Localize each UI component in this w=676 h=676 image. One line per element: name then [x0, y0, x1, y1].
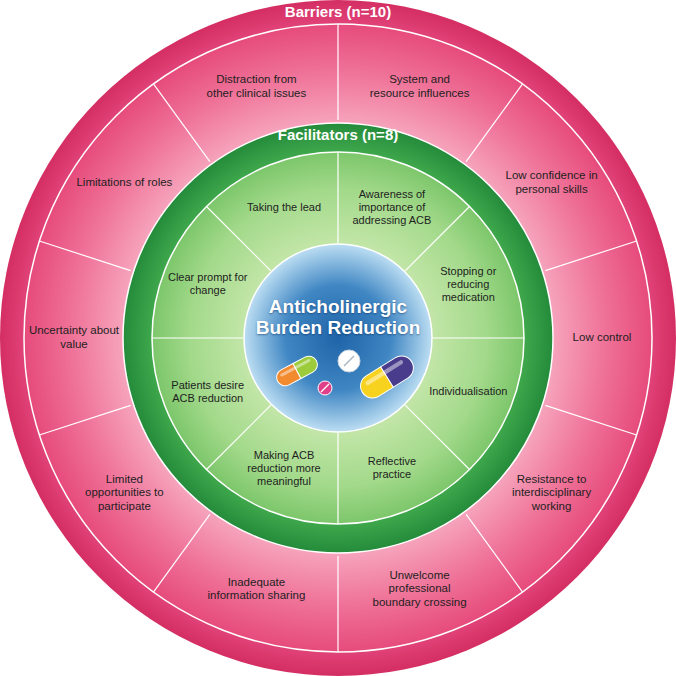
segment-label: Limited opportunities to participate: [74, 473, 174, 514]
segment-label: Low control: [573, 331, 632, 345]
facilitator-segment: Reflective practice: [349, 455, 435, 481]
segment-label: System and resource influences: [370, 73, 470, 100]
segment-label: Unwelcome professional boundary crossing: [370, 569, 470, 610]
segment-label: Awareness of importance of addressing AC…: [349, 188, 435, 227]
barrier-segment: Low confidence in personal skills: [502, 169, 602, 196]
sector-divider: [153, 84, 209, 162]
segment-label: Low confidence in personal skills: [502, 169, 602, 196]
segment-label: Distraction from other clinical issues: [206, 73, 306, 100]
barrier-segment: Limited opportunities to participate: [74, 473, 174, 514]
sector-divider: [337, 152, 338, 243]
sector-divider: [39, 241, 130, 271]
sector-divider: [206, 206, 270, 270]
segment-label: Inadequate information sharing: [206, 576, 306, 603]
center-circle: Anticholinergic Burden Reduction: [243, 243, 433, 433]
sector-divider: [39, 405, 130, 435]
facilitators-ring: Facilitators (n=8) Taking the lead Awarene…: [122, 122, 554, 554]
segment-label: Limitations of roles: [76, 176, 172, 190]
segment-label: Making ACB reduction more meaningful: [241, 449, 327, 488]
facilitator-segment: Clear prompt for change: [165, 271, 251, 297]
ring-title: Facilitators (n=8): [278, 126, 398, 143]
sector-divider: [545, 241, 636, 271]
barrier-segment: Resistance to interdisciplinary working: [502, 473, 602, 514]
facilitator-segment: Individualisation: [429, 385, 507, 398]
facilitator-segment: Taking the lead: [247, 201, 321, 214]
sector-divider: [466, 84, 522, 162]
barriers-segments: [24, 24, 652, 652]
segment-label: Clear prompt for change: [165, 271, 251, 297]
sector-divider: [152, 337, 243, 338]
segment-label: Resistance to interdisciplinary working: [502, 473, 602, 514]
sector-divider: [545, 405, 636, 435]
sector-divider: [337, 24, 338, 120]
facilitator-segment: Making ACB reduction more meaningful: [241, 449, 327, 488]
segment-label: Uncertainty about value: [24, 324, 124, 351]
segment-label: Patients desire ACB reduction: [165, 379, 251, 405]
sector-divider: [337, 556, 338, 652]
segment-label: Taking the lead: [247, 201, 321, 214]
barrier-segment: Limitations of roles: [76, 176, 172, 190]
sector-divider: [466, 514, 522, 592]
center-title: Anticholinergic Burden Reduction: [253, 296, 423, 339]
barrier-segment: Distraction from other clinical issues: [206, 73, 306, 100]
segment-label: Reflective practice: [349, 455, 435, 481]
facilitator-segment: Stopping or reducing medication: [425, 265, 511, 304]
center-circle: [244, 244, 432, 432]
facilitators-band: [123, 123, 553, 553]
sector-divider: [433, 337, 524, 338]
facilitator-segment: Patients desire ACB reduction: [165, 379, 251, 405]
barrier-segment: Unwelcome professional boundary crossing: [370, 569, 470, 610]
barrier-segment: Uncertainty about value: [24, 324, 124, 351]
facilitator-segment: Awareness of importance of addressing AC…: [349, 188, 435, 227]
sector-divider: [153, 514, 209, 592]
barrier-segment: System and resource influences: [370, 73, 470, 100]
pills-illustration: [274, 350, 418, 403]
segment-label: Individualisation: [429, 385, 507, 398]
ring-title: Barriers (n=10): [285, 3, 391, 20]
sector-divider: [337, 433, 338, 524]
facilitators-segments: [152, 152, 524, 524]
barrier-segment: Inadequate information sharing: [206, 576, 306, 603]
barrier-segment: Low control: [573, 331, 632, 345]
segment-label: Stopping or reducing medication: [425, 265, 511, 304]
